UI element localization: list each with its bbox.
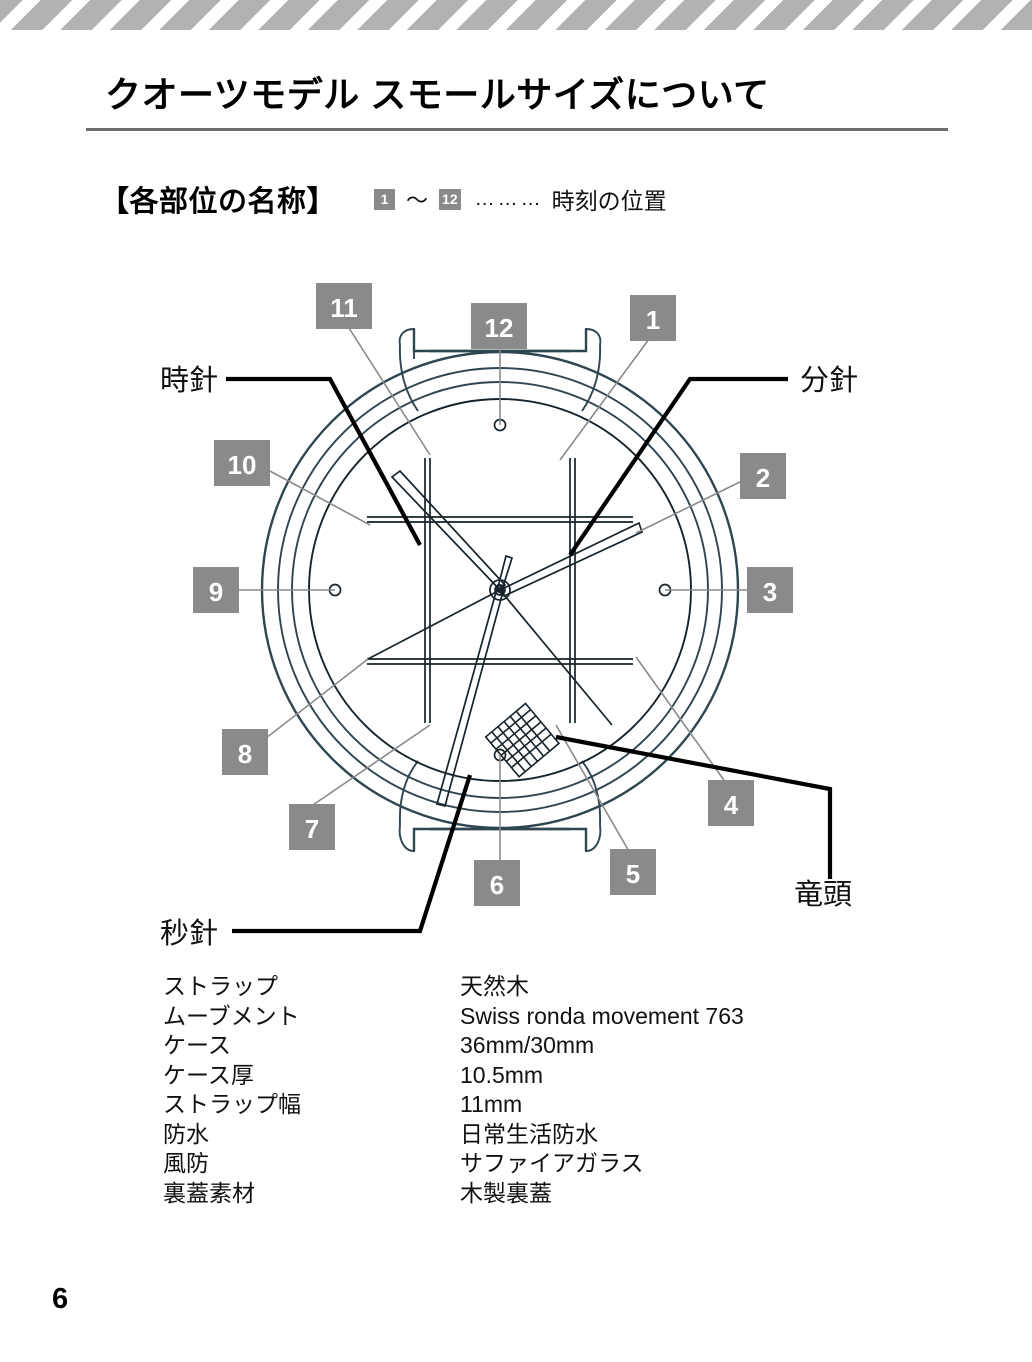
svg-text:11: 11 [330, 293, 358, 323]
spec-value: Swiss ronda movement 763 [460, 1002, 744, 1029]
hour-badge-9: 9 [193, 567, 239, 613]
hour-badge-12: 12 [471, 303, 527, 349]
legend-badge-start: 1 [374, 188, 396, 210]
legend-range-tilde: ～ [406, 188, 429, 213]
spec-value: 日常生活防水 [460, 1120, 598, 1147]
svg-text:10: 10 [228, 450, 257, 480]
leader-1 [559, 334, 653, 461]
table-row: 防水 日常生活防水 [163, 1120, 744, 1150]
page-title: クオーツモデル スモールサイズについて [105, 74, 770, 115]
svg-text:12: 12 [485, 313, 514, 343]
spec-label: 風防 [163, 1150, 209, 1176]
legend-badge-end: 12 [439, 188, 461, 210]
decorative-stripe-band [0, 0, 1032, 30]
callout-label-second-hand: 秒針 [160, 917, 218, 950]
section-header-row: 【各部位の名称】 1 ～ 12 ……… 時刻の位置 [100, 178, 667, 220]
title-divider [86, 128, 948, 131]
hour-badge-7: 7 [289, 804, 335, 850]
leader-2 [635, 477, 749, 534]
table-row: 風防 サファイアガラス [163, 1149, 744, 1179]
spec-value: 11mm [460, 1091, 523, 1117]
callout-line-second-hand [232, 774, 472, 934]
spec-label: 防水 [163, 1120, 209, 1147]
spec-value: 36mm/30mm [460, 1032, 595, 1058]
legend-description: 時刻の位置 [551, 188, 667, 214]
page-number: 6 [52, 1283, 69, 1315]
leader-11 [341, 316, 431, 456]
svg-text:5: 5 [626, 859, 640, 889]
table-row: ムーブメント Swiss ronda movement 763 [163, 1002, 744, 1032]
hour-badge-5: 5 [610, 849, 656, 895]
watch-diagram: .case { fill:none; stroke:#2f4550; strok… [0, 255, 1032, 955]
svg-text:9: 9 [209, 577, 223, 607]
hour-badge-1: 1 [630, 295, 676, 341]
spec-label: ストラップ [163, 973, 278, 999]
specification-table: ストラップ 天然木 ムーブメント Swiss ronda movement 76… [163, 972, 744, 1208]
svg-text:4: 4 [724, 790, 739, 820]
table-row: ケース 36mm/30mm [163, 1031, 744, 1061]
spec-value: 木製裏蓋 [460, 1179, 552, 1206]
spec-label: ムーブメント [163, 1002, 300, 1029]
svg-text:2: 2 [756, 463, 770, 493]
spec-label: 裏蓋素材 [163, 1179, 255, 1206]
hour-badge-2: 2 [740, 453, 786, 499]
callout-line-hour-hand [226, 376, 422, 547]
table-row: 裏蓋素材 木製裏蓋 [163, 1179, 744, 1209]
svg-text:8: 8 [238, 739, 252, 769]
section-heading: 【各部位の名称】 [100, 186, 337, 218]
svg-text:6: 6 [490, 870, 504, 900]
hour-badge-10: 10 [214, 440, 270, 486]
callout-label-hour-hand: 時針 [160, 364, 218, 397]
leader-7 [309, 724, 431, 808]
hour-badge-11: 11 [316, 283, 372, 329]
callout-line-crown [555, 734, 833, 879]
spec-label: ケース厚 [163, 1061, 254, 1088]
callout-label-crown: 竜頭 [794, 878, 852, 911]
legend-dotted-leader: ……… [474, 187, 544, 210]
table-row: ケース厚 10.5mm [163, 1061, 744, 1091]
hour-badge-3: 3 [747, 567, 793, 613]
callout-label-minute-hand: 分針 [800, 364, 858, 397]
svg-text:3: 3 [763, 577, 777, 607]
spec-value: 10.5mm [460, 1061, 544, 1088]
leader-5 [555, 724, 631, 854]
table-row: ストラップ 天然木 [163, 972, 744, 1002]
spec-value: サファイアガラス [460, 1150, 644, 1176]
leader-10 [254, 462, 371, 526]
spec-label: ケース [163, 1032, 231, 1058]
svg-text:1: 1 [646, 305, 660, 335]
hour-badge-4: 4 [708, 780, 754, 826]
crown-graphic [484, 702, 561, 778]
callout-line-minute-hand [568, 376, 788, 557]
svg-text:7: 7 [305, 814, 319, 844]
hour-badge-6: 6 [474, 860, 520, 906]
leader-4 [635, 656, 727, 784]
spec-value: 天然木 [460, 973, 529, 999]
table-row: ストラップ幅 11mm [163, 1090, 744, 1120]
spec-label: ストラップ幅 [163, 1091, 301, 1117]
hour-badge-8: 8 [222, 729, 268, 775]
